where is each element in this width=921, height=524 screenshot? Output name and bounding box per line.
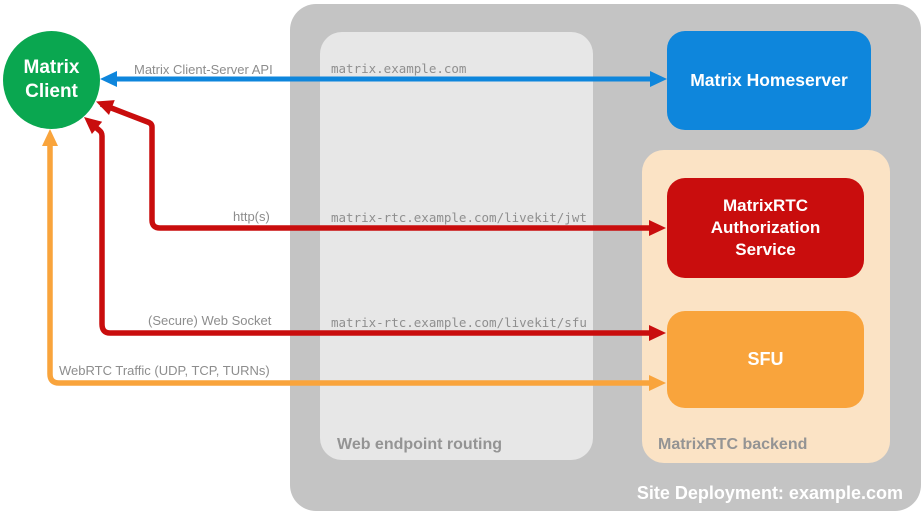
https-label: http(s) [233,209,270,224]
site-deployment-label: Site Deployment: example.com [636,483,903,503]
web-endpoint-routing-container [320,32,593,460]
client-server-api-label: Matrix Client-Server API [134,62,273,77]
websocket-label: (Secure) Web Socket [148,313,272,328]
matrix-client-label: Matrix Client [23,57,80,102]
matrixrtc-backend-label: MatrixRTC backend [658,436,808,453]
endpoint-matrix-example-com: matrix.example.com [331,61,467,76]
matrix-homeserver-node: Matrix Homeserver [667,31,871,130]
sfu-node: SFU [667,311,864,408]
webrtc-traffic-arrowhead-top [42,129,58,146]
webrtc-traffic-label: WebRTC Traffic (UDP, TCP, TURNs) [59,363,270,378]
endpoint-livekit-sfu: matrix-rtc.example.com/livekit/sfu [331,315,587,330]
sfu-label: SFU [747,349,784,369]
client-server-api-arrowhead-left [100,71,117,87]
matrixrtc-authorization-service-label: MatrixRTC Authorization Service [710,195,821,260]
endpoint-livekit-jwt: matrix-rtc.example.com/livekit/jwt [331,210,587,225]
web-endpoint-routing-label: Web endpoint routing [337,436,503,453]
matrixrtc-authorization-service-node: MatrixRTC Authorization Service [667,178,864,278]
matrix-client-node: Matrix Client [3,31,100,129]
matrix-homeserver-label: Matrix Homeserver [690,70,848,90]
